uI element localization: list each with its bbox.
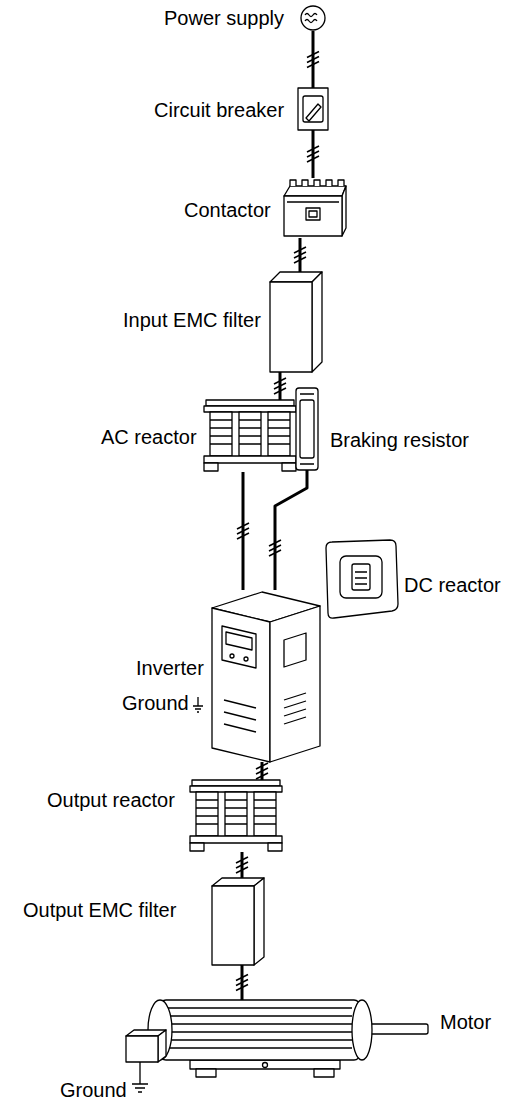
three-phase-wire <box>294 238 306 272</box>
phase-marks <box>237 523 249 539</box>
phase-marks <box>269 540 281 556</box>
component-label: Braking resistor <box>330 429 469 452</box>
three-phase-wire <box>274 372 286 400</box>
phase-marks <box>307 52 319 68</box>
phase-marks <box>274 378 286 394</box>
resistor-symbol <box>296 388 318 470</box>
component-node: Contactor <box>184 178 346 238</box>
three-phase-wire <box>307 31 319 88</box>
dc-reactor-symbol <box>326 540 398 618</box>
reactor-symbol <box>190 780 282 851</box>
component-node: AC reactor <box>101 400 296 472</box>
phase-marks <box>236 975 248 991</box>
wire-line <box>275 470 307 590</box>
component-label: Inverter <box>136 657 204 680</box>
component-node: Motor <box>118 1000 493 1078</box>
component-label: Circuit breaker <box>154 99 284 122</box>
component-node: Input EMC filter <box>123 272 322 372</box>
ground-symbol <box>193 697 203 712</box>
three-phase-wire <box>237 472 249 590</box>
component-label: Contactor <box>184 199 271 222</box>
component-node: Circuit breaker <box>154 88 328 130</box>
component-node: Output EMC filter <box>23 878 264 965</box>
component-node: Inverter <box>136 590 320 762</box>
three-phase-wire <box>236 965 248 1000</box>
reactor-symbol <box>204 400 296 471</box>
power-supply-symbol <box>301 6 325 30</box>
inverter-symbol <box>212 592 320 762</box>
circuit-breaker-symbol <box>298 88 328 130</box>
three-phase-wire <box>236 852 248 878</box>
component-label: Output reactor <box>47 789 175 812</box>
component-label: Input EMC filter <box>123 309 261 332</box>
three-phase-wire <box>269 470 307 590</box>
component-label: AC reactor <box>101 426 197 449</box>
contactor-symbol <box>284 180 346 236</box>
component-node: Output reactor <box>47 780 282 852</box>
three-phase-wire <box>256 762 268 780</box>
phase-marks <box>236 857 248 873</box>
component-label: Motor <box>440 1011 491 1034</box>
component-node: DC reactor <box>320 540 502 620</box>
ground-label: Ground <box>122 692 189 715</box>
emc-filter-symbol <box>212 878 264 965</box>
three-phase-wire <box>307 130 319 178</box>
phase-marks <box>307 146 319 162</box>
phase-marks <box>256 763 268 779</box>
emc-filter-symbol <box>270 272 322 372</box>
component-node: Braking resistor <box>296 388 470 470</box>
phase-marks <box>294 247 306 263</box>
motor-symbol <box>126 1000 428 1092</box>
component-label: Power supply <box>164 7 284 30</box>
component-label: DC reactor <box>404 574 501 597</box>
ground-label: Ground <box>60 1079 127 1102</box>
component-node: Power supply <box>164 5 326 31</box>
component-label: Output EMC filter <box>23 899 176 922</box>
